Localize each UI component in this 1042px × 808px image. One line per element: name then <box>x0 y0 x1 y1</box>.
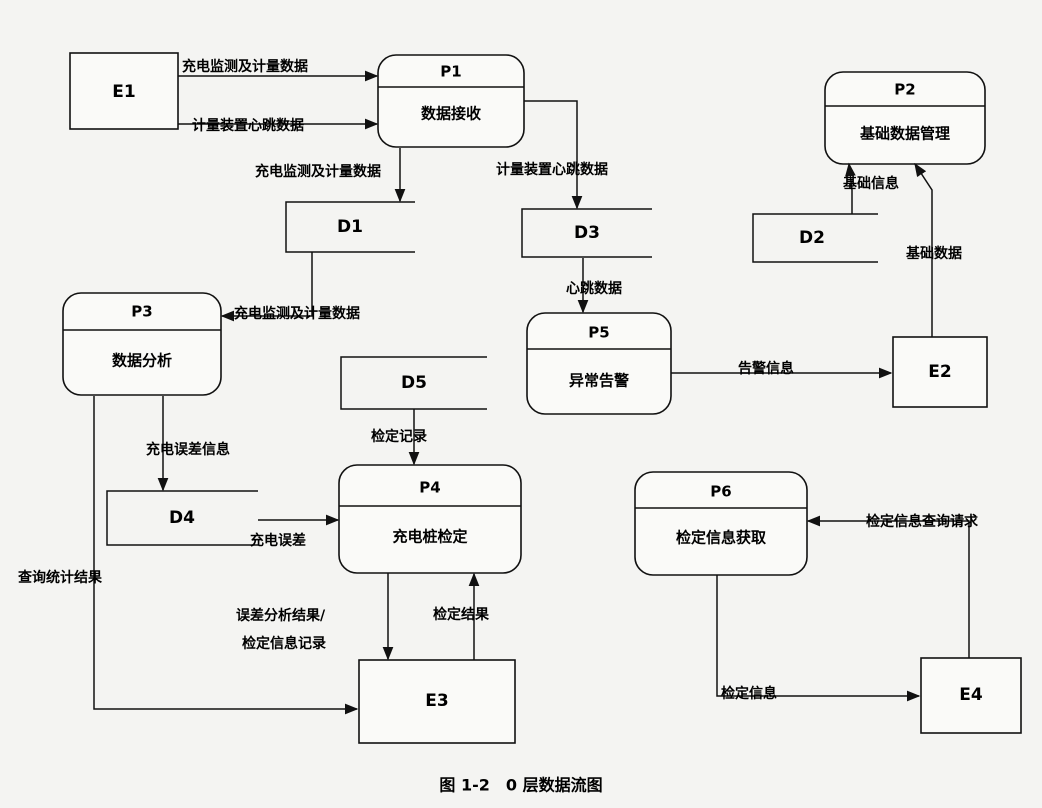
svg-text:P6: P6 <box>710 483 731 501</box>
svg-text:D2: D2 <box>799 228 825 248</box>
flow-label-p4-e3-line1: 误差分析结果/ <box>236 607 326 624</box>
svg-text:P5: P5 <box>588 324 609 342</box>
svg-text:异常告警: 异常告警 <box>569 372 629 390</box>
flow-e4-p6 <box>806 515 970 658</box>
flow-label-e3-p4: 检定结果 <box>433 606 490 623</box>
flow-label-e1-p1-heartbeat: 计量装置心跳数据 <box>192 117 304 134</box>
flow-d1-p3 <box>220 252 313 322</box>
flow-e2-p2 <box>914 162 933 337</box>
svg-text:P1: P1 <box>440 63 461 81</box>
process-p5: P5 异常告警 <box>526 312 672 415</box>
svg-text:D5: D5 <box>401 373 427 393</box>
svg-text:E4: E4 <box>959 685 983 705</box>
svg-text:E3: E3 <box>425 691 448 711</box>
flow-label-e4-p6: 检定信息查询请求 <box>866 513 979 530</box>
process-p3: P3 数据分析 <box>62 292 222 396</box>
svg-text:数据接收: 数据接收 <box>421 105 481 123</box>
svg-text:检定信息获取: 检定信息获取 <box>676 529 767 547</box>
process-p1: P1 数据接收 <box>377 54 525 148</box>
svg-text:充电桩检定: 充电桩检定 <box>392 528 467 546</box>
flow-p3-e3 <box>93 396 359 715</box>
flow-p1-d3 <box>524 100 583 210</box>
flow-label-p4-e3-line2: 检定信息记录 <box>242 635 326 652</box>
flow-label-p3-e3: 查询统计结果 <box>18 569 103 586</box>
flow-p6-e4 <box>716 575 921 702</box>
flow-d2-p2 <box>845 162 856 214</box>
data-store-d2: D2 <box>752 213 878 263</box>
flow-label-p5-e2: 告警信息 <box>738 360 794 377</box>
svg-text:E2: E2 <box>928 362 951 382</box>
flow-labels: 充电监测及计量数据 计量装置心跳数据 充电监测及计量数据 计量装置心跳数据 充电… <box>18 58 979 702</box>
svg-text:P2: P2 <box>894 81 915 99</box>
flow-label-e2-p2: 基础数据 <box>906 245 962 262</box>
external-entity-e4: E4 <box>920 657 1022 734</box>
flow-lines <box>93 70 970 715</box>
flow-label-d5-p4: 检定记录 <box>371 428 427 445</box>
figure-caption: 图 1-2 0 层数据流图 <box>439 776 602 795</box>
svg-text:D4: D4 <box>169 508 195 528</box>
external-entity-e2: E2 <box>892 336 988 408</box>
svg-text:D3: D3 <box>574 223 600 243</box>
svg-text:P4: P4 <box>419 479 440 497</box>
process-p2: P2 基础数据管理 <box>824 71 986 165</box>
flow-label-d1-p3: 充电监测及计量数据 <box>234 305 360 322</box>
flow-label-d2-p2: 基础信息 <box>843 175 899 192</box>
svg-text:P3: P3 <box>131 303 152 321</box>
flow-label-p1-d3: 计量装置心跳数据 <box>496 161 608 178</box>
data-store-d5: D5 <box>340 356 487 410</box>
data-store-d1: D1 <box>285 201 415 253</box>
flow-label-d4-p4: 充电误差 <box>250 532 306 549</box>
data-store-d3: D3 <box>521 208 652 258</box>
process-p4: P4 充电桩检定 <box>338 464 522 574</box>
external-entity-e1: E1 <box>69 52 179 130</box>
svg-text:基础数据管理: 基础数据管理 <box>859 125 950 143</box>
svg-text:D1: D1 <box>337 217 363 237</box>
flow-label-p6-e4: 检定信息 <box>721 685 777 702</box>
svg-text:E1: E1 <box>112 82 135 102</box>
process-p6: P6 检定信息获取 <box>634 471 808 576</box>
flow-label-d3-p5: 心跳数据 <box>566 280 622 297</box>
flow-label-p1-d1: 充电监测及计量数据 <box>255 163 381 180</box>
flow-label-e1-p1-charge: 充电监测及计量数据 <box>182 58 308 75</box>
flow-label-p3-d4: 充电误差信息 <box>146 441 230 458</box>
external-entity-e3: E3 <box>358 659 516 744</box>
svg-text:数据分析: 数据分析 <box>112 352 172 370</box>
data-store-d4: D4 <box>106 490 258 546</box>
